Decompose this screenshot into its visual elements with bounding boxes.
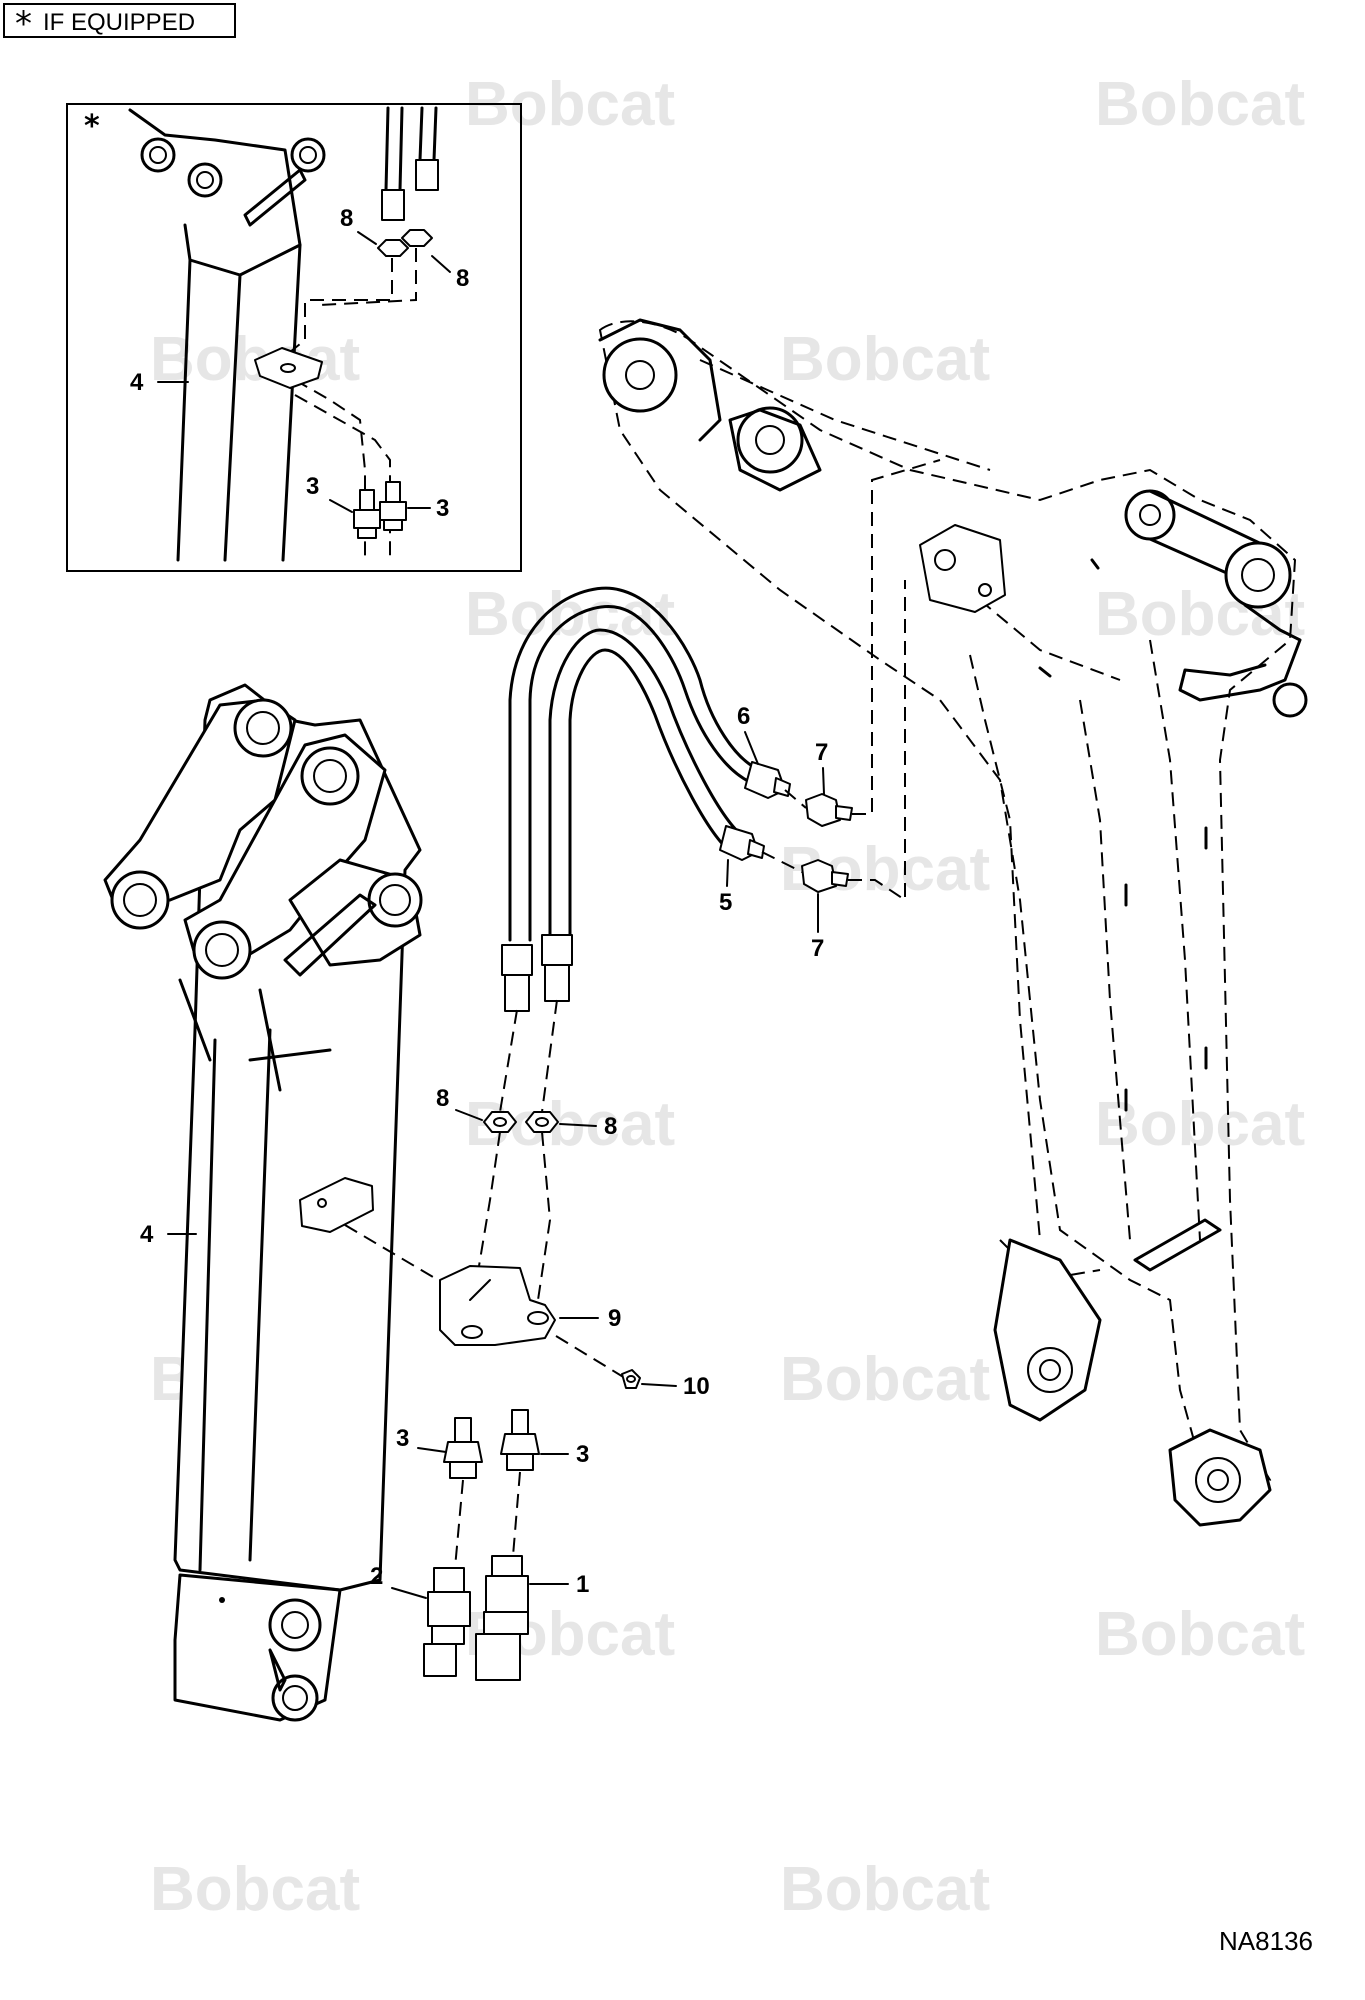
inset-detail: * xyxy=(66,103,522,572)
asterisk-icon: * xyxy=(15,4,32,44)
svg-text:Bobcat: Bobcat xyxy=(780,1855,990,1924)
callout-9: 9 xyxy=(608,1305,621,1332)
hose-end-right xyxy=(541,934,573,966)
svg-text:Bobcat: Bobcat xyxy=(780,325,990,394)
boom-assembly xyxy=(598,318,1308,1527)
callout-6: 6 xyxy=(737,703,750,730)
bracket-9 xyxy=(439,1265,556,1346)
callout-7: 7 xyxy=(815,739,828,766)
svg-text:Bobcat: Bobcat xyxy=(780,1345,990,1414)
callout-8: 8 xyxy=(456,265,469,292)
if-equipped-label: IF EQUIPPED xyxy=(43,9,196,36)
boom-hose-plate xyxy=(919,524,1006,613)
inset-nut-right xyxy=(401,229,433,247)
callout-4: 4 xyxy=(140,1221,154,1248)
callout-3: 3 xyxy=(396,1425,409,1452)
bolt-10 xyxy=(621,1369,641,1389)
hose-assembly xyxy=(501,586,791,1012)
fitting-7-upper xyxy=(805,793,853,827)
watermark: Bobcat xyxy=(1095,1600,1305,1669)
inset-hoses xyxy=(381,106,439,221)
svg-text:Bobcat: Bobcat xyxy=(1095,1600,1305,1669)
drawing-code: NA8136 xyxy=(1219,1926,1313,1956)
callout-8: 8 xyxy=(436,1085,449,1112)
watermark: Bobcat xyxy=(465,580,675,649)
adapter-3-right xyxy=(500,1409,540,1471)
callout-2: 2 xyxy=(370,1563,383,1590)
hose-end-left xyxy=(501,944,533,976)
callout-7: 7 xyxy=(811,935,824,962)
hose-fitting-6 xyxy=(744,761,791,799)
inset-adapter-left xyxy=(353,489,381,539)
adapter-3-left xyxy=(443,1417,483,1479)
coupler-2 xyxy=(423,1567,471,1677)
nut-8-left xyxy=(483,1111,517,1133)
watermark: Bobcat xyxy=(150,1855,360,1924)
callout-3: 3 xyxy=(436,495,449,522)
svg-text:Bobcat: Bobcat xyxy=(150,1855,360,1924)
callout-8: 8 xyxy=(340,205,353,232)
nut-8-right xyxy=(525,1111,559,1133)
arm-assembly xyxy=(103,683,423,1722)
svg-text:Bobcat: Bobcat xyxy=(1095,1090,1305,1159)
watermark: Bobcat xyxy=(780,1855,990,1924)
callout-5: 5 xyxy=(719,889,732,916)
watermark: Bobcat xyxy=(780,1345,990,1414)
inset-star: * xyxy=(84,109,100,144)
inset-arm xyxy=(128,108,326,562)
callout-3: 3 xyxy=(576,1441,589,1468)
callout-1: 1 xyxy=(576,1571,589,1598)
watermark: Bobcat xyxy=(1095,1090,1305,1159)
callout-10: 10 xyxy=(683,1373,710,1400)
callouts: 6 7 5 7 8 8 4 9 10 3 3 2 1 xyxy=(140,703,828,1599)
inset-nut-left xyxy=(377,239,409,257)
watermark: Bobcat xyxy=(780,325,990,394)
hose-fitting-5 xyxy=(719,825,765,861)
svg-text:Bobcat: Bobcat xyxy=(1095,70,1305,139)
inset-frame xyxy=(66,103,522,572)
if-equipped-legend: * IF EQUIPPED xyxy=(3,3,236,43)
callout-3: 3 xyxy=(306,473,319,500)
svg-text:Bobcat: Bobcat xyxy=(465,580,675,649)
callout-4: 4 xyxy=(130,369,144,396)
spacer-plate xyxy=(299,1177,374,1233)
inset-adapter-right xyxy=(379,481,407,531)
coupler-1 xyxy=(475,1555,529,1681)
callout-8: 8 xyxy=(604,1113,617,1140)
inset-bracket xyxy=(254,347,323,389)
watermark: Bobcat xyxy=(1095,70,1305,139)
fitting-7-lower xyxy=(801,859,849,893)
